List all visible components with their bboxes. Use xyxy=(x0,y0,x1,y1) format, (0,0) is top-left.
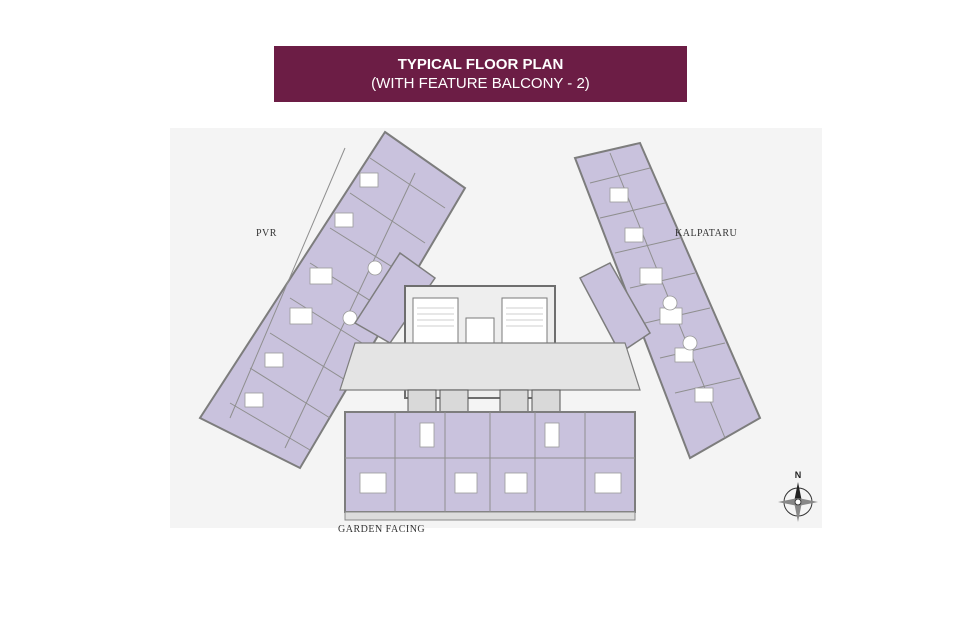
label-left-wing: PVR xyxy=(256,228,277,239)
floor-plan: PVR KALPATARU GARDEN FACING xyxy=(170,128,822,535)
right-wing-arm xyxy=(578,262,651,355)
passenger-lift-4 xyxy=(531,389,561,413)
passenger-lift-1 xyxy=(407,389,437,413)
left-wing-walls xyxy=(229,147,446,451)
bottom-balcony xyxy=(344,511,636,521)
bottom-wing-walls xyxy=(345,412,635,512)
left-wing xyxy=(198,130,467,470)
passenger-lift-2 xyxy=(439,389,469,413)
central-core xyxy=(339,285,641,413)
left-wing-slab xyxy=(198,130,467,470)
north-compass-icon: N xyxy=(778,466,818,522)
right-wing-furniture xyxy=(609,187,714,403)
title-banner: TYPICAL FLOOR PLAN (WITH FEATURE BALCONY… xyxy=(274,46,687,102)
label-right-wing: KALPATARU xyxy=(675,228,738,239)
title-line-2: (WITH FEATURE BALCONY - 2) xyxy=(371,75,590,92)
compass-north-label: N xyxy=(795,470,802,480)
title-line-1: TYPICAL FLOOR PLAN xyxy=(397,56,564,73)
left-wing-furniture xyxy=(244,172,383,408)
stair-treads xyxy=(417,307,543,327)
label-bottom: GARDEN FACING xyxy=(338,524,426,535)
bottom-wing xyxy=(344,411,636,521)
passenger-lift-3 xyxy=(499,389,529,413)
lobby-passage xyxy=(339,342,641,391)
bottom-wing-furniture xyxy=(359,422,622,494)
right-wing xyxy=(573,141,762,460)
floor-plan-drawing xyxy=(170,128,822,528)
